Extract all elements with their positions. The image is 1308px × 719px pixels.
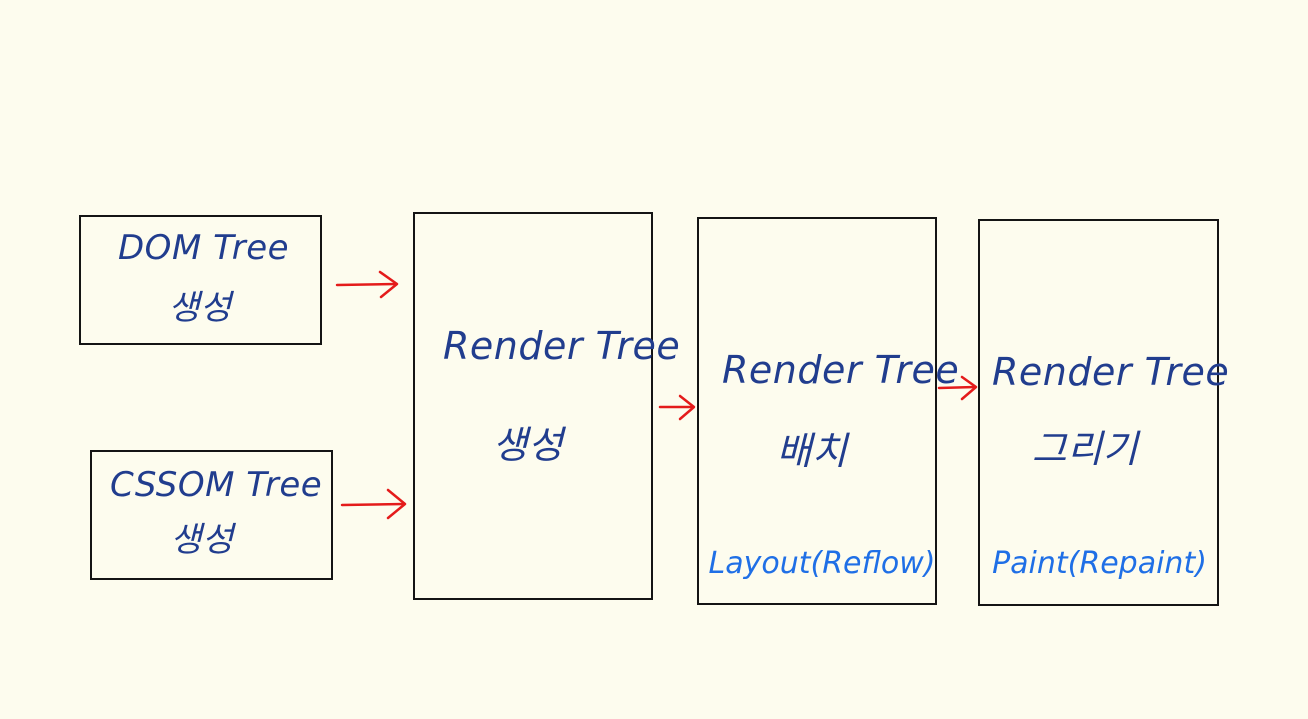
arrow-render-to-layout <box>658 394 696 421</box>
cssom-tree-box <box>90 450 333 580</box>
render-tree-box <box>413 212 653 600</box>
cssom-tree-subtitle: 생성 <box>170 520 234 560</box>
paint-box <box>978 219 1219 606</box>
render-tree-title: Render Tree <box>443 324 681 368</box>
paint-title: Render Tree <box>992 350 1230 394</box>
dom-tree-box <box>79 215 322 345</box>
arrow-dom-to-render <box>335 270 399 299</box>
paint-note: Paint(Repaint) <box>992 546 1207 581</box>
arrow-cssom-to-render <box>340 488 407 520</box>
layout-box <box>697 217 937 605</box>
layout-subtitle: 배치 <box>776 429 848 473</box>
dom-tree-subtitle: 생성 <box>168 288 232 328</box>
layout-title: Render Tree <box>722 348 960 392</box>
dom-tree-title: DOM Tree <box>118 228 290 268</box>
cssom-tree-title: CSSOM Tree <box>110 465 323 505</box>
render-tree-subtitle: 생성 <box>492 423 564 467</box>
layout-note: Layout(Reflow) <box>708 546 936 581</box>
paint-subtitle: 그리기 <box>1031 427 1139 471</box>
